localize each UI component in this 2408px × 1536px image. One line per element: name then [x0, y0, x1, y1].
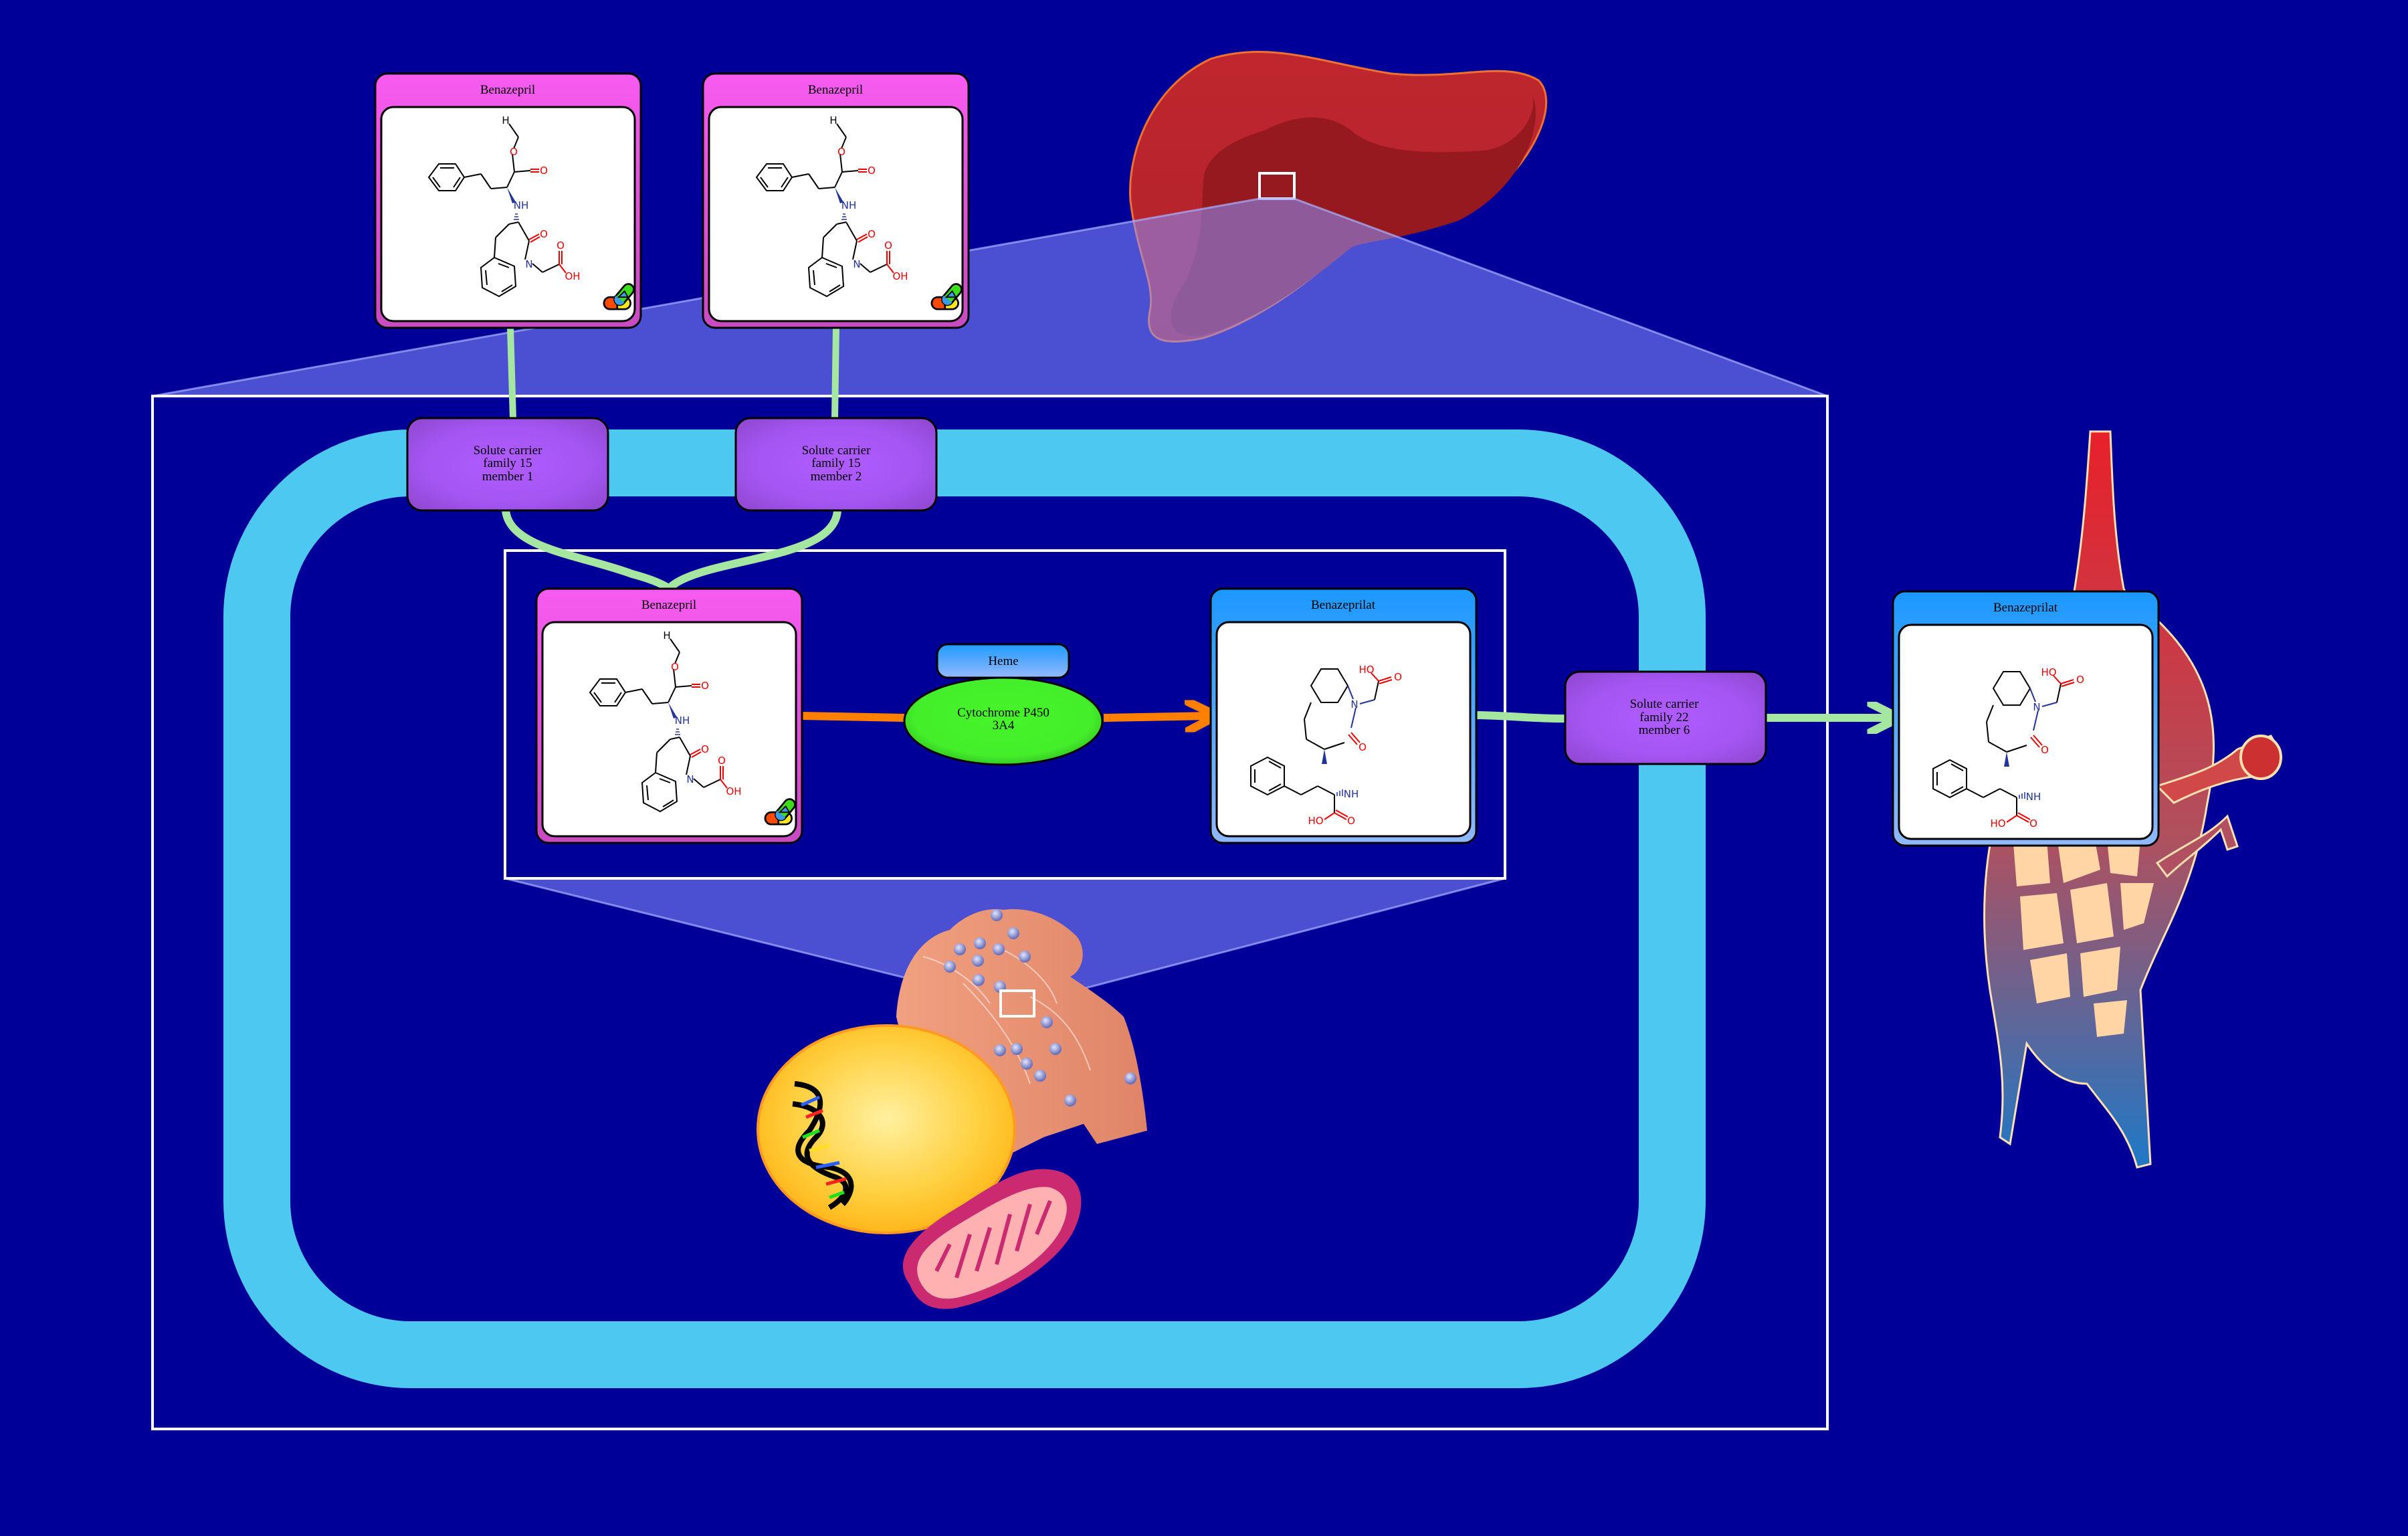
transporter-label: Solute carrier [1630, 697, 1700, 711]
transporter-label: Solute carrier [474, 444, 543, 458]
transporter-label: member 2 [811, 470, 862, 484]
dna-helix-icon [792, 1081, 854, 1210]
transporter-label: family 15 [811, 456, 860, 470]
cofactor-heme[interactable]: Heme [936, 643, 1070, 679]
compound-card-benazepril-inner[interactable]: Benazepril [535, 587, 803, 844]
compound-card-benazepril-top-2[interactable]: Benazepril [702, 72, 970, 329]
compound-name: Benazepril [808, 83, 863, 97]
cell-membrane [223, 429, 1706, 1388]
edge-slc15a1-to-drug-inner [502, 509, 672, 593]
edges [502, 327, 1893, 723]
mitochondrion-illustration [902, 1169, 1082, 1309]
compound-name: Benazepril [480, 83, 535, 97]
edge-drug2-to-slc15a2 [831, 327, 839, 419]
edge-enzyme-to-metabolite [1103, 716, 1211, 718]
transporter-label: family 22 [1639, 710, 1688, 725]
edge-drug-to-enzyme [800, 712, 905, 722]
compound-name: Benazeprilat [1993, 601, 2058, 615]
cofactor-label: Heme [988, 654, 1018, 668]
er-zoom-marker [999, 989, 1035, 1018]
transporter-label: family 15 [483, 456, 532, 470]
edge-slc15a2-to-drug-inner [666, 509, 841, 591]
edge-drug1-to-slc15a1 [507, 327, 516, 419]
enzyme-label: 3A4 [993, 718, 1015, 733]
transporter-label: Solute carrier [802, 444, 872, 458]
compound-card-benazepril-top-1[interactable]: Benazepril [374, 72, 642, 329]
compound-card-benazeprilat-outer[interactable]: Benazeprilat [1892, 590, 2160, 847]
transporter-label: member 6 [1639, 723, 1690, 737]
enzyme-label: Cytochrome P450 [957, 706, 1049, 720]
edge-metabolite-to-slc22a6 [1472, 711, 1567, 723]
compound-card-benazeprilat-inner[interactable]: Benazeprilat [1209, 587, 1478, 844]
compound-name: Benazeprilat [1311, 598, 1376, 612]
transporter-label: member 1 [482, 470, 534, 484]
nucleus-illustration [757, 1024, 1016, 1234]
compound-name: Benazepril [641, 598, 696, 612]
